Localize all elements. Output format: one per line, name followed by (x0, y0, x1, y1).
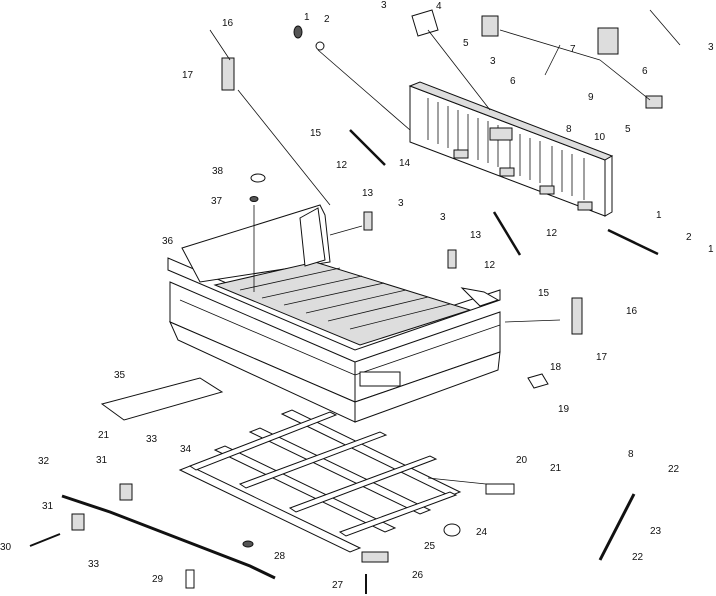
bushing (315, 41, 325, 51)
callout: 3 (708, 42, 714, 53)
callout: 12 (336, 160, 348, 171)
callout: 32 (38, 456, 50, 467)
frame-rails (178, 409, 462, 553)
callout: 21 (550, 463, 562, 474)
callout: 1 (304, 12, 310, 23)
callout: 2 (324, 14, 330, 25)
callout: 34 (180, 444, 192, 455)
hinge-pin (293, 25, 303, 39)
callout: 1 (708, 244, 714, 255)
nut (242, 540, 254, 548)
callout: 5 (463, 38, 469, 49)
callout: 8 (628, 449, 634, 460)
tailgate-decal (411, 9, 439, 37)
callout: 9 (588, 92, 594, 103)
callout: 13 (470, 230, 482, 241)
callout: 6 (642, 66, 648, 77)
callout: 12 (546, 228, 558, 239)
callout: 17 (596, 352, 608, 363)
tailgate-panel (408, 81, 614, 217)
cargo-box (167, 204, 501, 423)
callout: 27 (332, 580, 344, 591)
callout: 36 (162, 236, 174, 247)
callout: 22 (632, 552, 644, 563)
callout: 37 (211, 196, 223, 207)
end-bolt (29, 533, 61, 547)
bumper-stop (250, 173, 266, 183)
pivot-rod (607, 228, 659, 256)
callout: 16 (626, 306, 638, 317)
callout: 31 (42, 501, 54, 512)
retaining-clip (443, 523, 461, 537)
callout: 35 (114, 370, 126, 381)
callout: 12 (484, 260, 496, 271)
callout: 3 (398, 198, 404, 209)
callout: 18 (550, 362, 562, 373)
callout: 6 (510, 76, 516, 87)
callout: 8 (566, 124, 572, 135)
callout: 10 (594, 132, 606, 143)
callout: 31 (96, 455, 108, 466)
center-handle (597, 27, 619, 55)
reflector (527, 373, 549, 389)
callout: 16 (222, 18, 234, 29)
callout: 3 (440, 212, 446, 223)
callout: 5 (625, 124, 631, 135)
callout: 19 (558, 404, 570, 415)
left-bracket (363, 211, 373, 231)
left-gas-strut (349, 129, 386, 166)
skid-plate (100, 377, 224, 421)
right-gas-strut (492, 211, 522, 256)
left-hinge (221, 57, 235, 91)
rod-bushing (71, 513, 85, 531)
right-bracket (447, 249, 457, 269)
right-latch (645, 95, 663, 109)
callout: 26 (412, 570, 424, 581)
callout: 24 (476, 527, 488, 538)
lift-cylinder (598, 493, 636, 561)
callout: 21 (98, 430, 110, 441)
right-hinge (571, 297, 583, 335)
callout: 3 (490, 56, 496, 67)
callout: 20 (516, 455, 528, 466)
callout: 13 (362, 188, 374, 199)
washer (249, 196, 259, 202)
callout: 33 (146, 434, 158, 445)
left-latch (481, 15, 499, 37)
callout: 15 (538, 288, 550, 299)
callout: 7 (570, 44, 576, 55)
callout: 15 (310, 128, 322, 139)
callout: 1 (656, 210, 662, 221)
latch-rod (61, 494, 276, 580)
callout: 28 (274, 551, 286, 562)
callout: 14 (399, 158, 411, 169)
release-handle (185, 569, 195, 589)
callout: 17 (182, 70, 194, 81)
callout: 22 (668, 464, 680, 475)
callout: 33 (88, 559, 100, 570)
callout: 4 (436, 1, 442, 12)
callout: 38 (212, 166, 224, 177)
callout: 23 (650, 526, 662, 537)
callout: 2 (686, 232, 692, 243)
rod-clamp (119, 483, 133, 501)
leader-lines (209, 9, 681, 485)
hardware-parts (29, 9, 663, 594)
callout: 29 (152, 574, 164, 585)
rubber-pad (361, 551, 389, 563)
callout: 3 (381, 0, 387, 11)
callout: 30 (0, 542, 12, 553)
callout: 25 (424, 541, 436, 552)
pivot-pin (485, 483, 515, 495)
